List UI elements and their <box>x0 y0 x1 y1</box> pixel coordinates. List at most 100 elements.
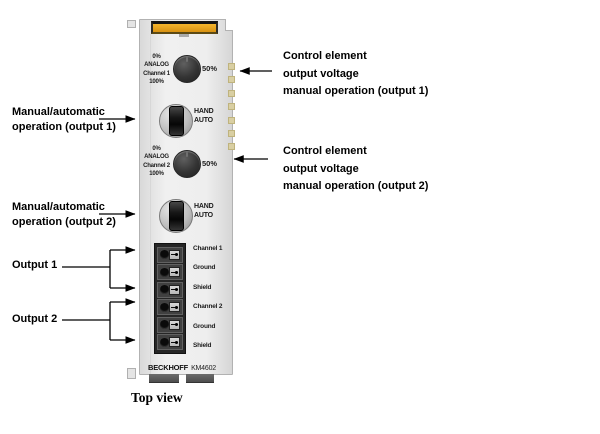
output2-voltage-knob <box>173 150 201 178</box>
terminal-label-shield1: Shield <box>193 284 212 291</box>
housing-corner-step <box>225 19 233 31</box>
screw-slot <box>171 324 178 326</box>
knob1-scale: 0% ANALOG Channel 1 100% <box>140 53 173 86</box>
annotation-control-element-1: Control element output voltage manual op… <box>283 48 428 101</box>
figure-caption: Top view <box>131 390 183 405</box>
annotation-line: manual operation (output 2) <box>283 180 429 192</box>
label-strip-latch <box>179 34 189 37</box>
annotation-line: output voltage <box>283 67 359 80</box>
knob2-scale-bottom: 100% <box>149 170 164 177</box>
screw-dot <box>175 323 178 327</box>
output2-hand-auto-switch <box>159 199 193 233</box>
terminal-row <box>157 264 183 281</box>
switch-toggle <box>168 106 184 136</box>
knob2-scale: 0% ANALOG Channel 2 100% <box>140 145 173 178</box>
terminal-screw <box>169 267 180 278</box>
bus-contact <box>228 130 235 137</box>
model-number: KM4602 <box>191 365 216 372</box>
screw-dot <box>175 253 178 257</box>
knob1-scale-channel: Channel 1 <box>143 70 170 77</box>
switch1-label: HAND AUTO <box>194 108 214 125</box>
bus-contact <box>228 117 235 124</box>
annotation-line: operation (output 1) <box>12 121 116 133</box>
annotation-line: Manual/automatic <box>12 106 105 118</box>
knob-indicator <box>186 152 188 157</box>
orange-label-strip <box>151 21 218 34</box>
annotation-line: manual operation (output 1) <box>283 85 429 97</box>
wire-hole <box>160 267 170 277</box>
annotation-line: Manual/automatic <box>12 201 105 213</box>
wire-hole <box>160 337 170 347</box>
switch1-hand-label: HAND <box>194 108 214 115</box>
terminal-block <box>154 243 186 354</box>
annotation-line: Control element <box>283 145 367 157</box>
bracket-output-1 <box>62 250 111 288</box>
annotation-line: operation (output 2) <box>12 216 116 228</box>
terminal-screw <box>169 284 180 295</box>
switch2-label: HAND AUTO <box>194 203 214 220</box>
knob2-scale-top: 0% <box>152 146 161 152</box>
annotation-output-1: Output 1 <box>12 259 58 271</box>
output1-voltage-knob <box>173 55 201 83</box>
bus-contact <box>228 103 235 110</box>
screw-slot <box>171 289 178 291</box>
terminal-screw <box>169 337 180 348</box>
screw-dot <box>175 288 178 292</box>
housing-seam <box>150 34 151 374</box>
annotation-output-2: Output 2 <box>12 313 58 325</box>
knob2-scale-channel: Channel 2 <box>143 162 170 169</box>
knob1-value: 50% <box>202 64 218 73</box>
wire-hole <box>160 250 170 260</box>
terminal-screw <box>169 319 180 330</box>
knob1-scale-top: 0% <box>152 54 161 60</box>
annotation-manual-auto-2: Manual/automatic operation (output 2) <box>12 200 116 230</box>
terminal-label-channel1: Channel 1 <box>193 245 223 252</box>
brand-logo-text: BECKHOFF <box>148 363 189 372</box>
terminal-label-shield2: Shield <box>193 342 212 349</box>
bus-contact <box>228 76 235 83</box>
knob2-value: 50% <box>202 159 218 168</box>
wire-hole <box>160 320 170 330</box>
terminal-label-ground1: Ground <box>193 264 216 271</box>
screw-dot <box>175 305 178 309</box>
terminal-row <box>157 281 183 298</box>
knob1-scale-analog: ANALOG <box>144 62 169 69</box>
bus-contact <box>228 63 235 70</box>
terminal-screw <box>169 249 180 260</box>
terminal-label-ground2: Ground <box>193 323 216 330</box>
wire-hole <box>160 302 170 312</box>
km4602-module: 0% ANALOG Channel 1 100% 50% HAND AUTO 0… <box>139 19 233 383</box>
bus-contact <box>228 90 235 97</box>
bus-contact <box>228 143 235 150</box>
screw-slot <box>171 341 178 343</box>
terminal-row <box>157 299 183 316</box>
knob1-scale-bottom: 100% <box>149 78 164 85</box>
housing-notch-bottom <box>127 368 136 379</box>
screw-slot <box>171 271 178 273</box>
terminal-row <box>157 316 183 333</box>
bracket-output-2 <box>62 302 111 340</box>
wire-hole <box>160 285 170 295</box>
terminal-label-channel2: Channel 2 <box>193 303 223 310</box>
switch2-auto-label: AUTO <box>194 211 213 219</box>
screw-slot <box>171 306 178 308</box>
screw-dot <box>175 340 178 344</box>
mounting-foot <box>186 374 214 383</box>
switch1-auto-label: AUTO <box>194 116 213 124</box>
switch-toggle <box>168 201 184 231</box>
knob2-scale-analog: ANALOG <box>144 154 169 161</box>
annotation-line: output voltage <box>283 162 359 175</box>
knob-indicator <box>186 57 188 62</box>
annotation-line: Control element <box>283 50 367 62</box>
output1-hand-auto-switch <box>159 104 193 138</box>
annotation-manual-auto-1: Manual/automatic operation (output 1) <box>12 105 116 135</box>
switch2-hand-label: HAND <box>194 203 214 210</box>
screw-dot <box>175 270 178 274</box>
screw-slot <box>171 254 178 256</box>
housing-notch-top <box>127 20 136 28</box>
terminal-row <box>157 246 183 263</box>
mounting-foot <box>149 374 179 383</box>
annotation-control-element-2: Control element output voltage manual op… <box>283 143 428 196</box>
